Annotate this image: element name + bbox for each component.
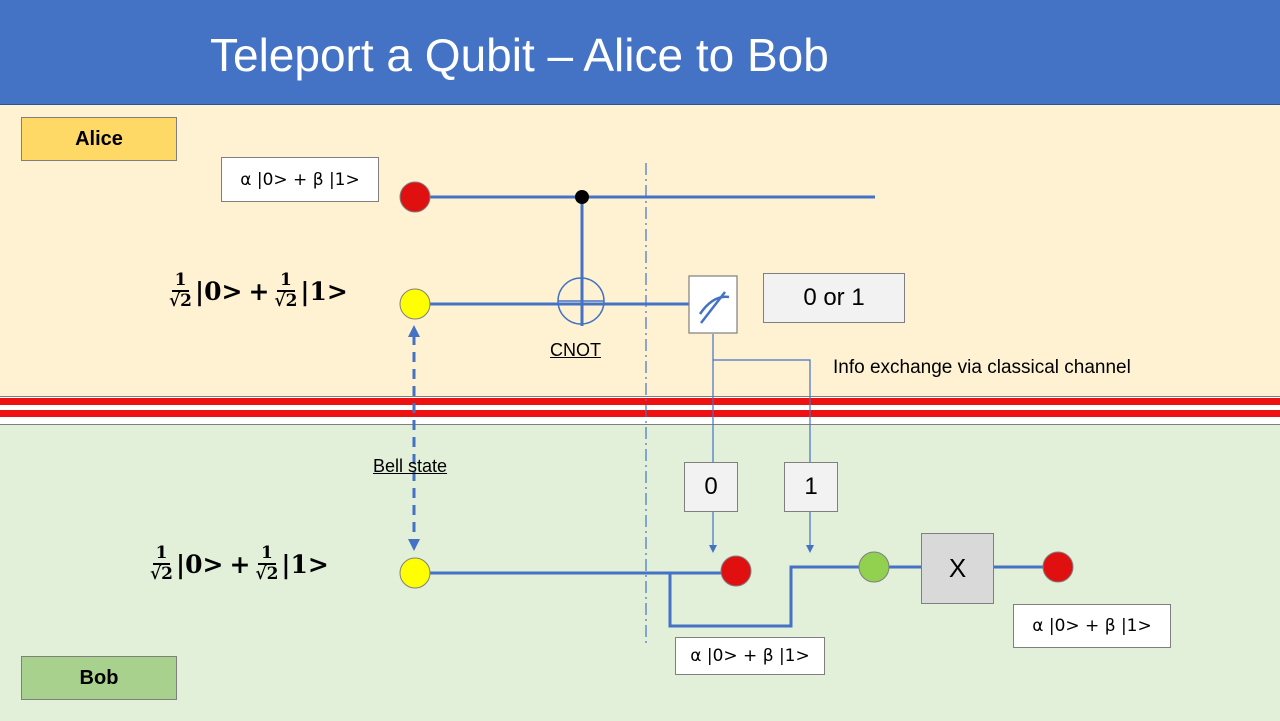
fraction: 1 √2 [169, 270, 193, 311]
classical-wire [713, 359, 811, 545]
xor-target-icon [557, 277, 605, 325]
fraction: 1 √2 [255, 543, 279, 584]
qubit-red-dot [1042, 551, 1074, 583]
classical-channel-line [0, 410, 1280, 417]
fraction: 1 √2 [150, 543, 174, 584]
qubit-wire [668, 565, 862, 628]
qubit-red-dot [720, 555, 752, 587]
bit-0-box: 0 [684, 462, 738, 512]
qubit-yellow-dot [399, 288, 431, 320]
arrow-head [709, 545, 717, 553]
fraction: 1 √2 [274, 270, 298, 311]
arrow-head [806, 545, 814, 553]
page-title: Teleport a Qubit – Alice to Bob [210, 29, 829, 81]
qubit-yellow-dot [399, 557, 431, 589]
alice-label: Alice [21, 117, 177, 161]
alice-zone [0, 105, 1280, 397]
qubit-green-dot [858, 551, 890, 583]
measurement-result-box: 0 or 1 [763, 273, 905, 323]
bell-state-label: Bell state [373, 456, 448, 476]
classical-channel-line [0, 398, 1280, 405]
bob-final-state-box: α |0> + β |1> [1013, 604, 1171, 648]
bob-superposition-formula: 1 √2 |0> + 1 √2 |1> [150, 543, 329, 584]
cnot-label: CNOT [550, 340, 601, 360]
x-gate: X [921, 533, 994, 604]
meter-icon [688, 275, 738, 334]
bit-1-box: 1 [784, 462, 838, 512]
alice-state-box: α |0> + β |1> [221, 157, 379, 202]
header-bar [0, 0, 1280, 105]
bob-intermediate-state-box: α |0> + β |1> [675, 637, 825, 675]
alice-superposition-formula: 1 √2 |0> + 1 √2 |1> [169, 270, 348, 311]
control-dot-icon [575, 190, 589, 204]
arrow-head [408, 325, 420, 337]
arrow-head [408, 539, 420, 551]
info-exchange-label: Info exchange via classical channel [833, 357, 1131, 378]
bob-label: Bob [21, 656, 177, 700]
qubit-red-dot [399, 181, 431, 213]
